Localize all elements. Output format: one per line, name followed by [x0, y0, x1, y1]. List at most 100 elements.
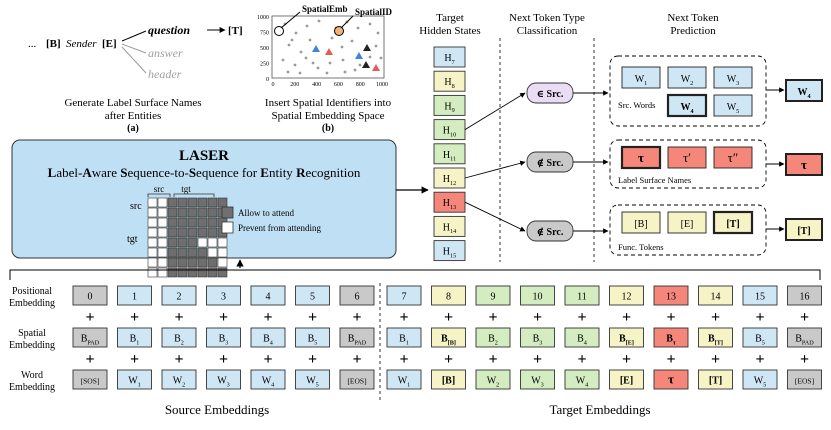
x-tick-label: 800 — [356, 82, 365, 88]
mask-cell-attend — [207, 197, 218, 208]
positional-embedding-box — [206, 285, 241, 306]
plus-sign: + — [174, 351, 183, 368]
triangle-red-1 — [325, 48, 333, 55]
mask-cell-attend — [187, 227, 198, 238]
prediction-output-label: τ — [801, 157, 807, 172]
mask-cell-attend — [167, 227, 178, 238]
spatial-embedding-box — [564, 327, 600, 348]
hidden-state-label: H7 — [444, 53, 454, 66]
prediction-token-box — [713, 146, 753, 169]
word-embedding-label: W2 — [487, 376, 500, 389]
mask-cell-prevent — [157, 257, 168, 268]
prediction-title-1: Next Token — [667, 12, 719, 24]
spatial-embedding-box — [250, 327, 286, 348]
prediction-title-2: Prediction — [670, 25, 716, 37]
prediction-token-label: [T] — [726, 219, 739, 230]
scatter-point — [368, 22, 372, 26]
spatial-embedding-label: Bτ — [666, 334, 676, 347]
prediction-token-box — [667, 211, 707, 234]
prediction-token-box — [712, 210, 754, 235]
hidden-state-box — [433, 46, 466, 68]
mask-cell-attend — [187, 257, 198, 268]
y-tick-label: 0 — [266, 77, 269, 83]
word-embedding-box — [475, 369, 511, 390]
prediction-token-label: W1 — [635, 74, 648, 87]
spatial-embedding-box — [475, 327, 511, 348]
panel-a-header: header — [148, 67, 182, 81]
y-tick-label: 500 — [260, 46, 269, 52]
embedding-row-labels: PositionalEmbeddingSpatialEmbeddingWordE… — [9, 286, 55, 393]
hidden-state-label: H14 — [443, 222, 456, 235]
prediction-token-label: W5 — [727, 102, 740, 115]
legend-attend-swatch — [221, 206, 234, 219]
scatter-point — [293, 63, 297, 67]
scatter-point — [374, 44, 378, 48]
mask-cell-attend — [197, 267, 208, 278]
mask-cell-attend — [207, 267, 218, 278]
spatial-embedding-box — [161, 327, 197, 348]
positional-embedding-label: 3 — [221, 292, 226, 303]
mask-src-bracket — [147, 193, 171, 197]
scatter-point — [353, 68, 357, 72]
y-tick-label: 250 — [260, 62, 269, 68]
positional-embedding-box — [609, 285, 644, 306]
plus-sign: + — [755, 309, 764, 326]
prediction-output-box — [785, 153, 823, 176]
mask-cell-attend — [207, 227, 218, 238]
row-label-spatial: Embedding — [9, 340, 55, 351]
spatial-id-label: SpatialID — [355, 7, 393, 17]
mask-cell-prevent — [157, 247, 168, 258]
plus-sign: + — [85, 309, 94, 326]
legend-prevent-swatch — [221, 221, 234, 234]
panel-a-answer: answer — [148, 46, 183, 60]
mask-cell-attend — [167, 247, 178, 258]
x-tick-label: 400 — [312, 82, 321, 88]
scatter-point — [368, 55, 372, 59]
mask-tgt-top-label: tgt — [181, 184, 191, 194]
plus-sign: + — [85, 351, 94, 368]
mask-cell-attend — [207, 207, 218, 218]
spatial-embedding-label: B4 — [577, 334, 587, 347]
mask-cell-prevent — [147, 207, 158, 218]
hidden-states-title-2: Hidden States — [419, 25, 480, 37]
panel-b-caption-1: Insert Spatial Identifiers into — [265, 97, 392, 109]
plus-sign: + — [577, 351, 586, 368]
positional-embedding-label: 15 — [755, 292, 765, 303]
scatter-point — [298, 71, 302, 75]
positional-embedding-box — [520, 285, 555, 306]
prediction-token-label: W4 — [680, 102, 693, 115]
word-embedding-label: [EOS] — [347, 377, 366, 386]
connector-lines — [464, 90, 609, 234]
triangle-black-2 — [362, 61, 370, 68]
plus-sign: + — [488, 309, 497, 326]
scatter-point — [341, 58, 345, 62]
spatial-embedding-box — [339, 327, 375, 348]
classifier-label: ∉ Src. — [537, 227, 564, 238]
word-embedding-box — [386, 369, 422, 390]
x-tick-label: 600 — [334, 82, 343, 88]
spatial-embedding-label: B[T] — [708, 334, 723, 347]
mask-cell-attend — [187, 267, 198, 278]
classifier-label: ∈ Src. — [537, 89, 564, 100]
panel-a-e-tag: [E] — [102, 38, 117, 50]
mask-cell-attend — [197, 257, 208, 268]
triangle-black-1 — [363, 44, 371, 51]
plus-sign: + — [577, 309, 586, 326]
classifier-box — [526, 82, 574, 104]
prediction-token-label: τ — [638, 150, 644, 165]
hidden-state-box — [433, 70, 466, 92]
mask-tgt-bracket — [173, 193, 215, 197]
scatter-point — [330, 36, 334, 40]
word-embedding-box — [742, 369, 778, 390]
panel-a-caption-1: Generate Label Surface Names — [64, 97, 201, 109]
prediction-group-caption: Label Surface Names — [618, 175, 691, 185]
legend-prevent-label: Prevent from attending — [238, 223, 321, 233]
mask-cell-attend — [177, 207, 188, 218]
hidden-to-classifier-arrow — [464, 92, 526, 130]
positional-embedding-label: 7 — [402, 292, 407, 303]
embedding-top-bracket — [9, 269, 821, 280]
mask-src-side-label: src — [130, 201, 142, 212]
spatial-embedding-label: B1 — [130, 334, 140, 347]
mask-cell-prevent — [217, 247, 228, 258]
word-embedding-box — [117, 369, 152, 390]
